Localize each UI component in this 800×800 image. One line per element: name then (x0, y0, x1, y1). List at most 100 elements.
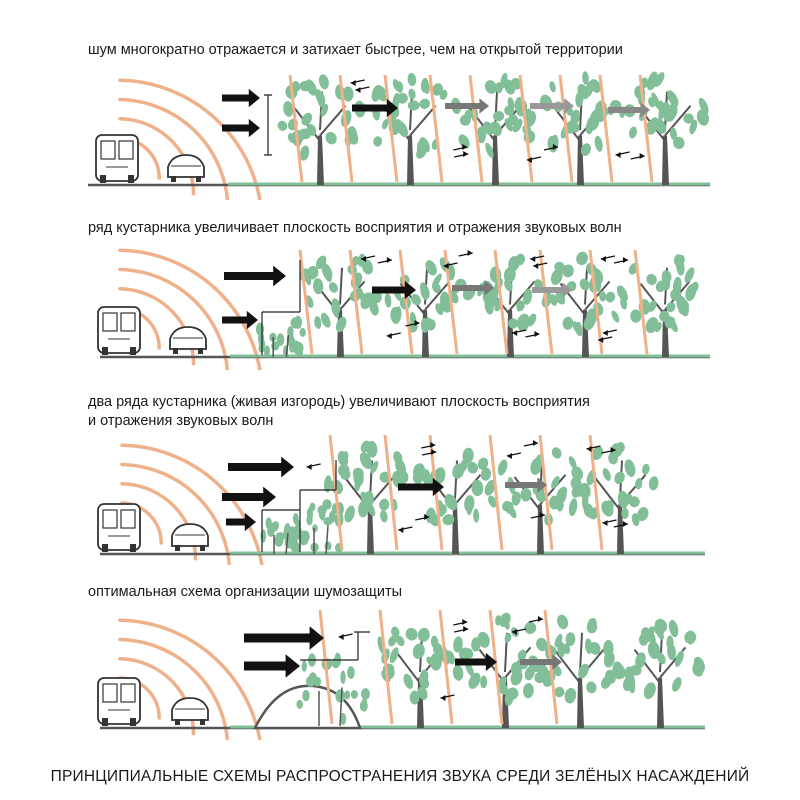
bus-icon (97, 306, 141, 355)
caption-scheme-4: оптимальная схема организации шумозащиты (88, 584, 403, 600)
arrow-icon (532, 282, 572, 298)
sound-wave (328, 434, 344, 551)
arrow-icon (458, 250, 473, 257)
scheme-3-diagram (97, 434, 705, 565)
tree-icon (623, 71, 709, 185)
arrow-icon (530, 98, 574, 114)
arrow-icon (222, 118, 260, 138)
shrub-icon (297, 499, 344, 555)
sound-wave (598, 74, 614, 183)
arrow-icon (530, 255, 545, 262)
arrow-icon (360, 255, 376, 262)
arrow-icon (244, 626, 324, 650)
arrow-icon (533, 262, 548, 269)
arrow-icon (528, 616, 544, 623)
bus-icon (97, 677, 141, 726)
arrow-icon (398, 477, 444, 497)
arrow-icon (445, 98, 489, 114)
sound-wave (348, 249, 364, 355)
car-icon (169, 326, 207, 354)
sound-wave (588, 249, 604, 355)
sound-wave (538, 434, 554, 551)
arrow-icon (453, 619, 468, 626)
sound-wave (638, 74, 654, 183)
arrow-icon (608, 102, 650, 118)
sound-wave (588, 434, 604, 551)
arrow-icon (422, 449, 437, 456)
earth-berm-icon (252, 684, 362, 730)
sound-wave (378, 609, 394, 725)
arrow-icon (443, 262, 458, 269)
arrow-icon (601, 447, 616, 454)
sound-wave (428, 74, 444, 183)
arrow-icon (505, 477, 547, 493)
reflection-bar (264, 94, 272, 156)
arrow-icon (525, 331, 540, 338)
arrow-icon (244, 654, 300, 678)
car-icon (171, 697, 209, 725)
arrow-icon (600, 255, 616, 262)
arrow-icon (352, 98, 398, 118)
scheme-1-diagram (88, 71, 710, 200)
sound-wave (118, 248, 262, 370)
tree-icon (450, 72, 537, 185)
arrow-icon (523, 440, 539, 447)
arrow-icon (598, 336, 613, 343)
arrow-icon (526, 156, 542, 163)
arrow-icon (372, 280, 416, 300)
arrow-icon (543, 144, 559, 151)
sound-wave (488, 434, 504, 551)
tree-icon (628, 254, 699, 357)
arrow-icon (222, 88, 260, 108)
arrow-icon (222, 310, 258, 330)
arrow-icon (613, 257, 629, 264)
tree-icon (323, 440, 409, 554)
arrow-icon (338, 633, 353, 640)
sound-wave (488, 609, 504, 725)
tree-icon (412, 447, 497, 554)
sound-wave (118, 78, 262, 200)
arrow-icon (615, 151, 630, 158)
arrow-icon (511, 628, 527, 635)
arrow-icon (602, 519, 617, 526)
arrow-icon (224, 265, 286, 287)
arrow-icon (520, 654, 562, 670)
tree-icon (534, 614, 624, 728)
scheme-2-diagram (97, 248, 710, 370)
sound-wave (493, 249, 509, 355)
reflection-bar (300, 631, 370, 661)
arrow-icon (613, 521, 628, 528)
sound-wave (468, 74, 484, 183)
arrow-icon (386, 332, 401, 339)
caption-scheme-3: два ряда кустарника (живая изгородь) уве… (88, 394, 590, 429)
sound-wave (543, 609, 559, 725)
arrow-icon (306, 463, 321, 470)
arrow-icon (455, 652, 497, 672)
car-icon (171, 523, 209, 551)
arrow-icon (530, 512, 545, 519)
bus-icon (95, 134, 139, 183)
tree-icon (574, 442, 659, 554)
sound-wave (383, 74, 399, 183)
scheme-4-diagram (97, 609, 705, 740)
sound-wave (438, 609, 454, 725)
sound-wave (120, 443, 264, 565)
sound-wave (118, 117, 196, 196)
arrow-icon (630, 153, 645, 160)
arrow-icon (586, 445, 601, 452)
arrow-icon (454, 151, 469, 158)
arrow-icon (440, 694, 455, 701)
arrow-icon (506, 452, 522, 459)
shrub-icon (260, 512, 302, 555)
shrub-icon (255, 315, 306, 358)
arrow-icon (421, 442, 436, 449)
sound-wave (318, 609, 334, 725)
sound-wave (558, 74, 574, 183)
bus-icon (97, 503, 141, 552)
tree-icon (497, 447, 584, 554)
arrow-icon (602, 329, 617, 336)
tree-icon (615, 618, 705, 728)
arrow-icon (405, 320, 420, 327)
arrow-icon (452, 280, 494, 296)
sound-wave (518, 74, 534, 183)
